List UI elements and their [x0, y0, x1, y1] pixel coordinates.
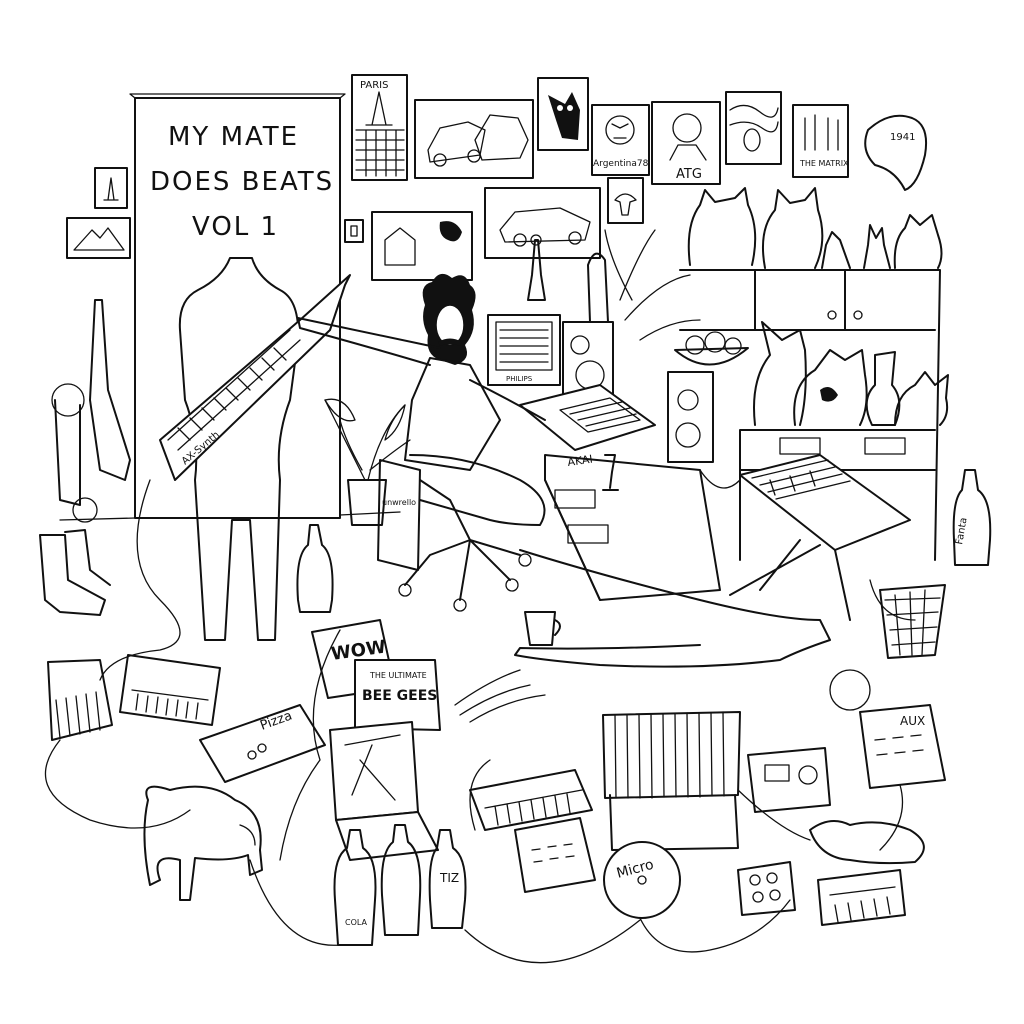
- cover-title: MY MATE DOES BEATS VOL 1: [150, 122, 334, 242]
- argentina-poster-label: Argentina78: [593, 159, 649, 169]
- desk: PHILIPS AKAI: [487, 229, 749, 601]
- scream-poster: [725, 91, 782, 165]
- title-line-2: DOES BEATS: [150, 167, 334, 197]
- matrix-poster-label: THE MATRIX: [799, 159, 849, 168]
- oscar-statue: [527, 239, 546, 301]
- bottle-tiz-label: TIZ: [439, 871, 459, 885]
- cat-icon: [894, 371, 949, 426]
- record-sleeve-2-line-1: THE ULTIMATE: [369, 671, 427, 680]
- synth-medium: [119, 654, 221, 726]
- egg-box: [737, 861, 796, 916]
- synth-small: [47, 659, 113, 741]
- man-in-chair: unwrello: [297, 273, 561, 646]
- floor-gear-right: Micro AUX: [469, 704, 946, 926]
- hamster-cage: [602, 711, 741, 799]
- cola-bottle: [333, 829, 377, 946]
- cat-poster: [537, 77, 589, 151]
- record-sleeve-2-line-2: BEE GEES: [362, 688, 437, 704]
- door: [134, 97, 341, 519]
- paris-poster-label: PARIS: [360, 80, 388, 91]
- cables: [44, 469, 916, 964]
- bag-label: unwrello: [382, 498, 416, 507]
- record-sleeves: WOW THE ULTIMATE BEE GEES: [311, 619, 546, 731]
- sprawled-figure: [514, 549, 871, 711]
- monitor-brand: PHILIPS: [506, 375, 533, 383]
- footballer-poster: [651, 101, 721, 185]
- cat-icon: [793, 349, 868, 426]
- cat-icon: [753, 321, 807, 426]
- cowboy-boots: [39, 529, 111, 616]
- potted-plant: [324, 398, 411, 526]
- clock-label: 1941: [890, 132, 915, 143]
- title-line-1: MY MATE: [168, 122, 299, 152]
- radio-label: AUX: [900, 714, 925, 728]
- house-drawing: [371, 211, 473, 281]
- water-gun: [51, 299, 131, 523]
- pig: [143, 785, 263, 901]
- mannequin: [178, 257, 300, 641]
- paris-poster: [351, 74, 408, 181]
- floor-gear-left: Pizza COLA TIZ: [47, 654, 467, 946]
- soda-bottles: Fanta: [296, 469, 992, 613]
- bottle-cola-label: COLA: [345, 918, 368, 927]
- melting-clock: [864, 114, 928, 191]
- rabbit-icon: [863, 224, 891, 269]
- waste-bin: [879, 584, 946, 659]
- drum-machine: [514, 817, 596, 893]
- speaker: [562, 321, 614, 395]
- cat-icon: [821, 231, 851, 269]
- cat-icon: [762, 187, 824, 269]
- speaker: [667, 371, 714, 463]
- sampler-right: [859, 704, 946, 789]
- cats: [687, 187, 949, 426]
- cars-poster: [414, 99, 534, 179]
- title-line-3: VOL 1: [192, 212, 279, 242]
- cat-icon: [893, 214, 943, 269]
- room-walls: [59, 93, 401, 521]
- matrix-poster: [792, 104, 849, 178]
- cat-icon: [687, 187, 757, 266]
- vinyl-record: [603, 841, 681, 919]
- bottle-fanta-label: Fanta: [954, 517, 970, 546]
- laptop: [329, 721, 419, 821]
- wall-art: PARIS Argentina78 ATG THE MATRIX: [66, 74, 928, 281]
- bottle: [952, 469, 992, 566]
- car-poster: [484, 187, 601, 259]
- bottle: [296, 524, 334, 613]
- crt-monitor: [487, 314, 561, 386]
- cola-bottle: [380, 824, 422, 936]
- keytar: AX-Synth: [159, 274, 351, 481]
- tiz-bottle: [428, 829, 467, 929]
- argentina-poster: [591, 104, 650, 176]
- synth-on-stand: [729, 454, 946, 659]
- sampler-brand: AKAI: [567, 453, 594, 469]
- footballer-poster-label: ATG: [676, 167, 702, 182]
- synth-bottom-right: [817, 869, 906, 926]
- bee-gees-sleeve: [354, 659, 441, 731]
